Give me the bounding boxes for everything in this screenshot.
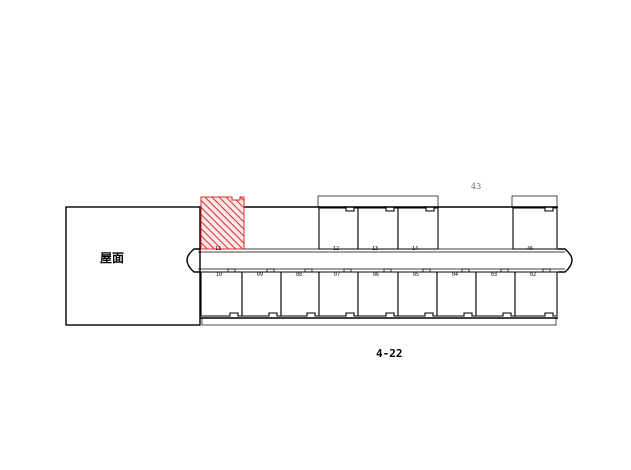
balcony bbox=[511, 195, 558, 208]
unit-number: 02 bbox=[530, 272, 536, 278]
unit-door bbox=[542, 268, 551, 273]
unit-shape[interactable] bbox=[436, 271, 477, 317]
unit-12[interactable]: 12 bbox=[318, 207, 359, 252]
unit-number: 10 bbox=[216, 272, 222, 278]
unit-door bbox=[422, 268, 431, 273]
unit-number: 04 bbox=[452, 272, 458, 278]
unit-shape[interactable] bbox=[514, 271, 558, 317]
unit-number: 12 bbox=[333, 246, 339, 252]
unit-door bbox=[227, 268, 236, 273]
unit-number: 13 bbox=[372, 246, 378, 252]
units-north-row: 11 12 13 14 46 bbox=[200, 196, 558, 252]
unit-door bbox=[266, 268, 275, 273]
unit-shape[interactable] bbox=[357, 271, 399, 317]
unit-door bbox=[461, 268, 470, 273]
unit-door bbox=[343, 268, 352, 273]
unit-shape[interactable] bbox=[357, 207, 399, 250]
unit-door bbox=[500, 268, 509, 273]
selected-unit-shape[interactable] bbox=[200, 196, 245, 250]
sheet-label: 4-22 bbox=[376, 347, 403, 360]
unit-number: 07 bbox=[334, 272, 340, 278]
roof-area[interactable] bbox=[65, 206, 201, 326]
units-south-row: 10 09 08 07 06 05 04 03 02 bbox=[200, 268, 558, 317]
corridor-end-west bbox=[186, 248, 200, 273]
unit-10[interactable]: 10 bbox=[200, 268, 243, 317]
unit-03[interactable]: 03 bbox=[475, 268, 516, 317]
unit-number: 14 bbox=[412, 246, 418, 252]
unit-number: 46 bbox=[527, 246, 533, 252]
unit-08[interactable]: 08 bbox=[280, 268, 320, 317]
floor-number: 43 bbox=[471, 182, 481, 191]
unit-11[interactable]: 11 bbox=[200, 196, 245, 252]
unit-05[interactable]: 05 bbox=[397, 268, 438, 317]
unit-14[interactable]: 14 bbox=[397, 207, 439, 252]
unit-06[interactable]: 06 bbox=[357, 268, 399, 317]
unit-shape[interactable] bbox=[512, 207, 558, 250]
unit-number: 03 bbox=[491, 272, 497, 278]
unit-shape[interactable] bbox=[241, 271, 282, 317]
unit-number: 09 bbox=[257, 272, 263, 278]
unit-09[interactable]: 09 bbox=[241, 268, 282, 317]
unit-07[interactable]: 07 bbox=[318, 268, 359, 317]
unit-shape[interactable] bbox=[397, 207, 439, 250]
unit-shape[interactable] bbox=[318, 207, 359, 250]
unit-02[interactable]: 02 bbox=[514, 268, 558, 317]
unit-04[interactable]: 04 bbox=[436, 268, 477, 317]
unit-door bbox=[304, 268, 313, 273]
balcony bbox=[201, 317, 557, 326]
roof-label: 屋面 bbox=[100, 251, 124, 265]
balcony bbox=[317, 195, 439, 208]
unit-46[interactable]: 46 bbox=[512, 207, 558, 252]
unit-number: 11 bbox=[215, 246, 221, 252]
unit-door bbox=[383, 268, 392, 273]
unit-shape[interactable] bbox=[475, 271, 516, 317]
unit-13[interactable]: 13 bbox=[357, 207, 399, 252]
unit-number: 05 bbox=[413, 272, 419, 278]
unit-shape[interactable] bbox=[397, 271, 438, 317]
corridor-end-east bbox=[558, 248, 573, 273]
unit-shape[interactable] bbox=[200, 271, 243, 317]
unit-number: 08 bbox=[296, 272, 302, 278]
unit-number: 06 bbox=[373, 272, 379, 278]
unit-shape[interactable] bbox=[318, 271, 359, 317]
unit-shape[interactable] bbox=[280, 271, 320, 317]
